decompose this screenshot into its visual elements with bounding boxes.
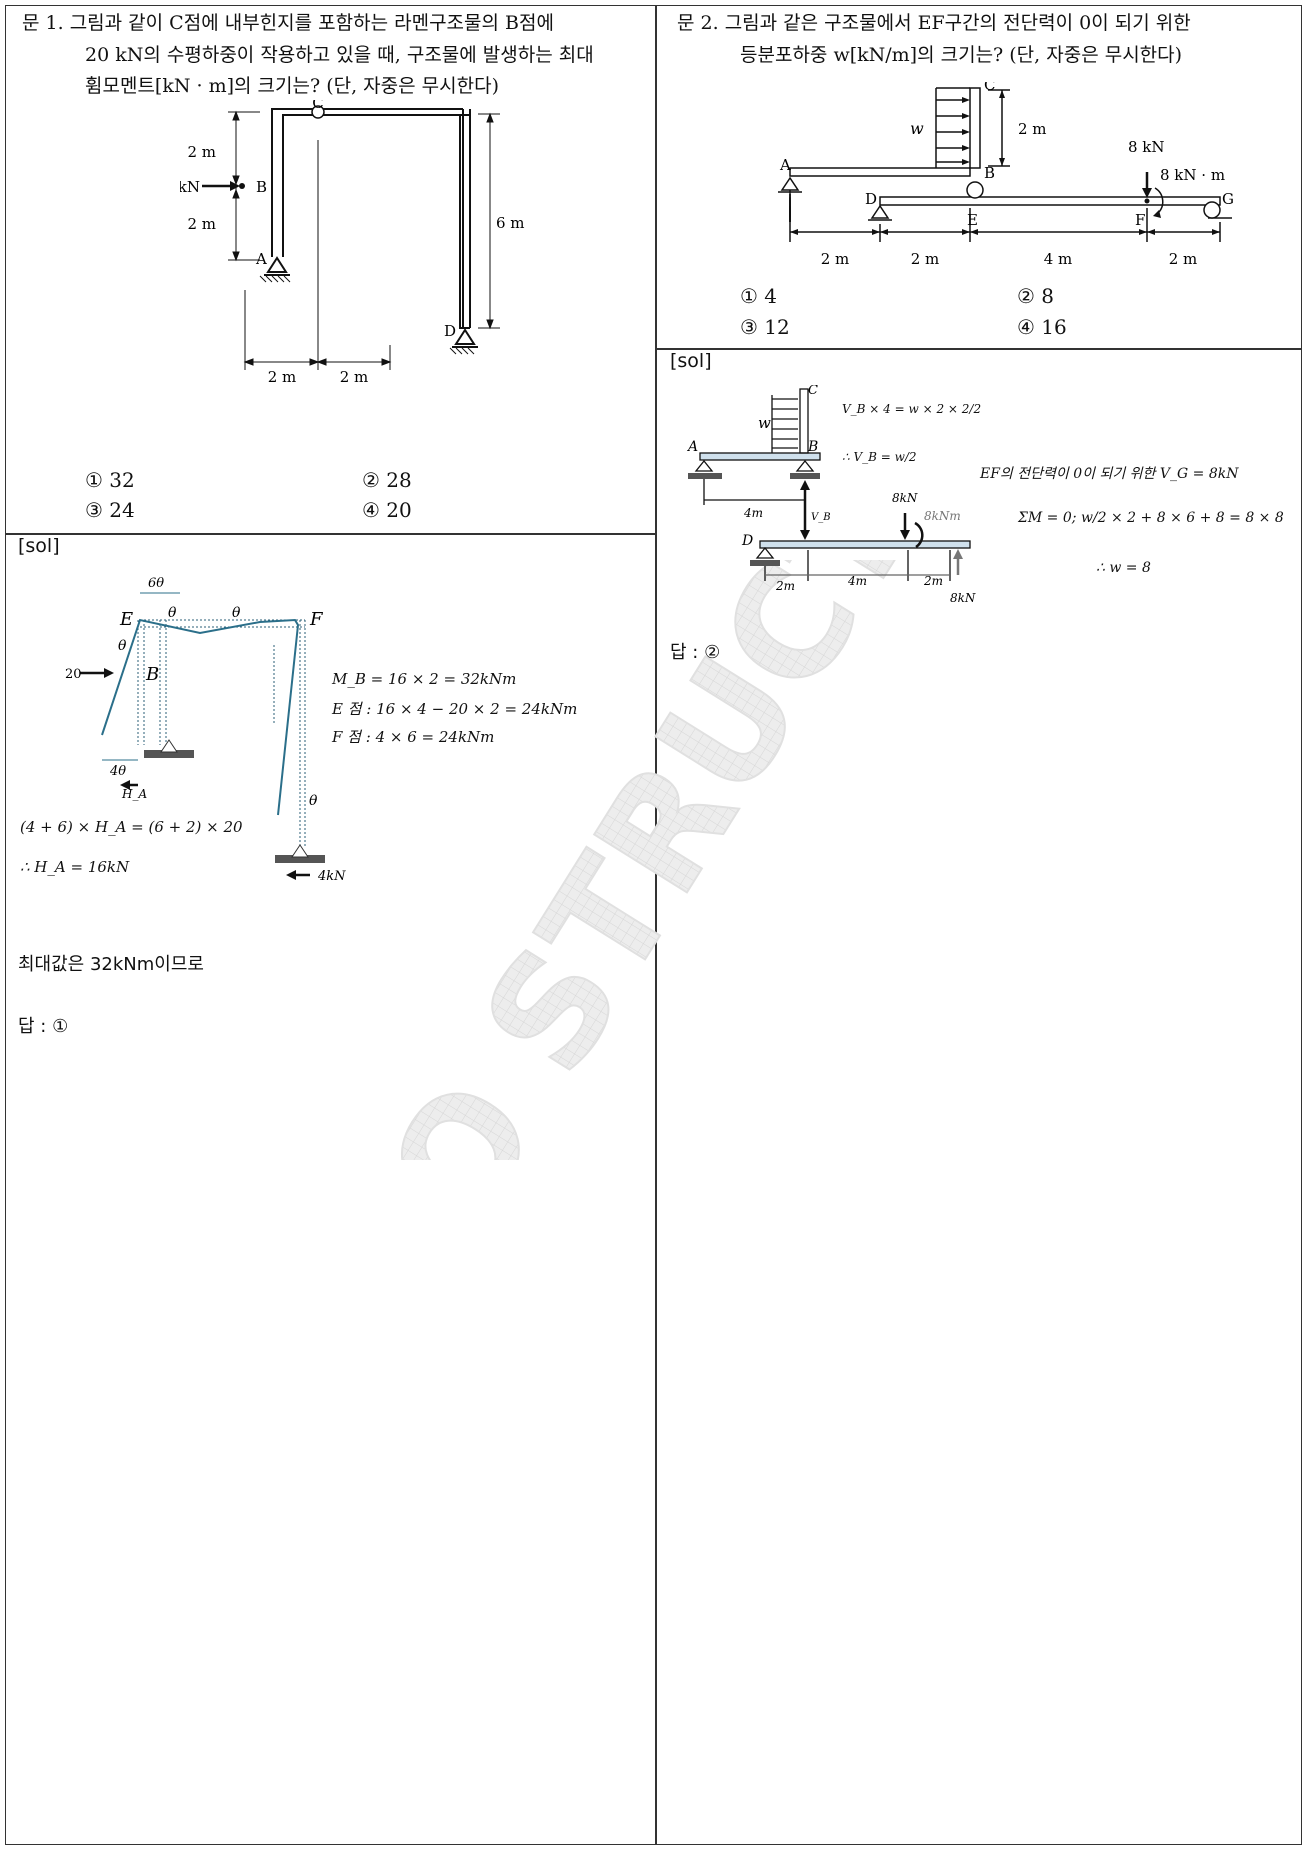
q2-label-g: G (1222, 190, 1234, 208)
q2-number: 문 2. (677, 12, 719, 34)
q2-question: 문 2. 그림과 같은 구조물에서 EF구간의 전단력이 0이 되기 위한 (677, 8, 1191, 39)
q1-option-4[interactable]: ④ 20 (362, 498, 412, 522)
column-divider (655, 5, 657, 1845)
q2-option-4[interactable]: ④ 16 (1017, 315, 1067, 339)
q1-question: 문 1. 그림과 같이 C점에 내부힌지를 포함하는 라멘구조물의 B점에 (22, 8, 554, 39)
q2-line1: 그림과 같은 구조물에서 EF구간의 전단력이 0이 되기 위한 (724, 12, 1191, 34)
q2-option-2[interactable]: ② 8 (1017, 284, 1055, 308)
sol2-load-w: w (758, 414, 771, 432)
sol1-label: [sol] (18, 535, 60, 557)
q1-dim-bottom: 2 m (187, 215, 216, 233)
q2-line2: 등분포하중 w[kN/m]의 크기는? (단, 자중은 무시한다) (740, 44, 1183, 66)
q2-load-w: w (910, 119, 924, 138)
sol1-load: 20 (65, 667, 82, 682)
q2-label-e: E (967, 211, 978, 229)
sol1-six-theta: 6θ (148, 576, 164, 591)
q1-option-3[interactable]: ③ 24 (85, 498, 135, 522)
sol1-theta-2: θ (168, 605, 177, 621)
sol2-dim-4m-top: 4m (743, 506, 763, 520)
sol2-moment: 8kNm (924, 509, 961, 523)
q2-dim-1: 2 m (821, 250, 850, 268)
q1-label-c: C (312, 100, 323, 112)
q2-label-f: F (1135, 211, 1145, 229)
q2-point-load: 8 kN (1128, 138, 1165, 156)
q2-label-b: B (984, 164, 995, 182)
q1-frame-diagram: C B A D 20 kN 2 m 2 m 6 m 2 m 2 m (180, 100, 525, 386)
q1-dim-w1: 2 m (268, 368, 297, 386)
sol1-label-f: F (309, 609, 324, 630)
q1-label-d: D (444, 322, 456, 340)
sol1-conclusion: 최대값은 32kNm이므로 (18, 954, 204, 975)
sol2-vb: V_B (811, 512, 831, 523)
q1-option-1[interactable]: ① 32 (85, 468, 135, 492)
q1-line1: 그림과 같이 C점에 내부힌지를 포함하는 라멘구조물의 B점에 (69, 12, 554, 34)
q2-label-d: D (865, 190, 877, 208)
sol2-dim-4m: 4m (847, 574, 867, 588)
q2-label-a: A (779, 156, 791, 174)
q2-dim-2: 2 m (911, 250, 940, 268)
sol2-freebody-diagram: C A B D w V_B 8kN 8kNm 8kN 4m 2m 4m 2m (686, 385, 976, 605)
q2-divider (655, 348, 1302, 350)
sol1-answer: 답 : ① (18, 1016, 69, 1037)
sol2-label-c: C (808, 385, 818, 398)
q1-dim-height: 6 m (496, 214, 525, 232)
q2-option-3[interactable]: ③ 12 (740, 315, 790, 339)
sol1-eq-mb: M_B = 16 × 2 = 32kNm (332, 670, 517, 688)
sol2-eq-w: ∴ w = 8 (1096, 560, 1151, 576)
sol1-theta-3: θ (232, 605, 241, 621)
q1-divider (5, 533, 655, 535)
sol2-reaction: 8kN (950, 591, 976, 605)
q2-dim-4: 2 m (1169, 250, 1198, 268)
q2-dim-3: 4 m (1044, 250, 1073, 268)
sol1-theta-4: θ (309, 793, 318, 809)
sol1-eq-e: E 점 : 16 × 4 − 20 × 2 = 24kNm (332, 700, 578, 718)
sol1-eq-equilibrium: (4 + 6) × H_A = (6 + 2) × 20 (20, 818, 243, 836)
q1-option-2[interactable]: ② 28 (362, 468, 412, 492)
sol1-label-e: E (119, 609, 133, 630)
q1-line3: 휨모멘트[kN · m]의 크기는? (단, 자중은 무시한다) (85, 75, 499, 97)
sol2-label-a: A (686, 439, 698, 455)
sol2-eq-moment: ΣM = 0; w/2 × 2 + 8 × 6 + 8 = 8 × 8 (1018, 510, 1284, 526)
sol1-four-theta: 4θ (109, 764, 126, 779)
sol2-eq-vb: V_B × 4 = w × 2 × 2/2 (842, 402, 982, 416)
q2-moment: 8 kN · m (1160, 166, 1225, 184)
page-frame (5, 5, 1302, 1845)
sol1-ha: H_A (121, 787, 147, 801)
q1-label-a: A (255, 250, 267, 268)
q2-beam-diagram: C A B D E F G w 2 m 8 kN 8 kN · m 2 m 2 … (778, 82, 1234, 268)
sol2-dim-2m: 2m (775, 579, 795, 593)
q1-dim-top: 2 m (187, 143, 216, 161)
sol2-answer: 답 : ② (670, 642, 721, 663)
sol1-label-b: B (145, 664, 159, 685)
q2-label-c: C (984, 82, 995, 94)
q1-number: 문 1. (22, 12, 64, 34)
sol1-mechanism-diagram: E F B θ θ θ θ 6θ 4θ 20 H_A 4kN (65, 576, 346, 884)
sol2-point-load: 8kN (892, 491, 918, 505)
sol2-label-d: D (741, 533, 753, 549)
sol2-dim-2m-right: 2m (923, 574, 943, 588)
q1-label-b: B (256, 178, 267, 196)
sol1-eq-ha: ∴ H_A = 16kN (20, 858, 130, 876)
q1-load-label: 20 kN (180, 178, 200, 196)
q1-line2: 20 kN의 수평하중이 작용하고 있을 때, 구조물에 발생하는 최대 (85, 44, 594, 66)
q2-option-1[interactable]: ① 4 (740, 284, 778, 308)
q1-dim-w2: 2 m (340, 368, 369, 386)
sol2-label: [sol] (670, 350, 712, 372)
sol1-eq-f: F 점 : 4 × 6 = 24kNm (332, 728, 495, 746)
sol2-label-b: B (807, 439, 818, 455)
sol1-theta-1: θ (118, 638, 127, 654)
q2-dim-height: 2 m (1018, 120, 1047, 138)
sol2-eq-vg: EF의 전단력이 0이 되기 위한 V_G = 8kN (980, 466, 1239, 482)
sol2-eq-vb-result: ∴ V_B = w/2 (842, 450, 917, 464)
sol1-4kn: 4kN (317, 869, 346, 884)
